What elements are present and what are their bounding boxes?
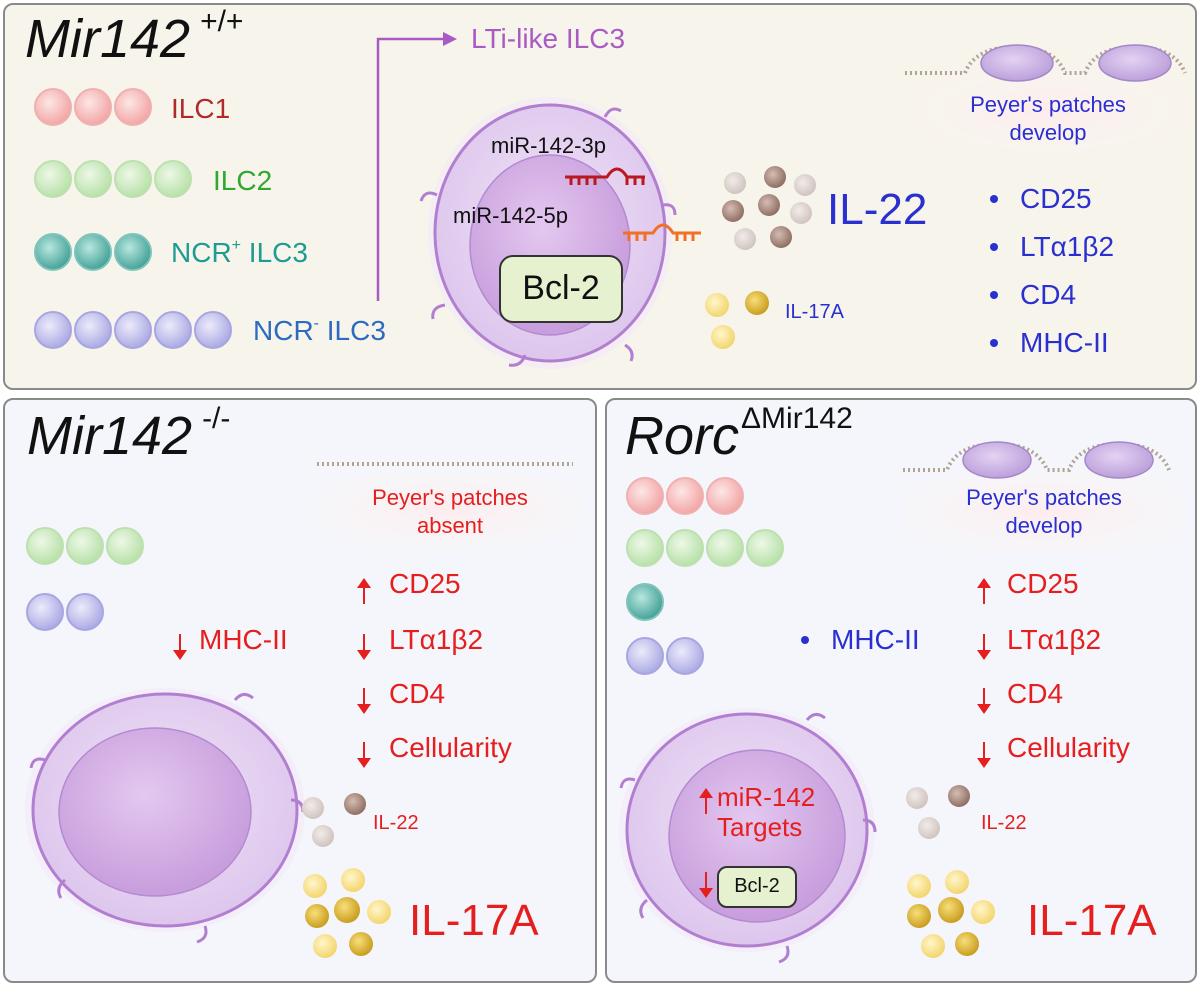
marker-cd4: CD4: [990, 279, 1076, 311]
marker-lta1b2: LTα1β2: [1007, 624, 1102, 655]
marker-lta1b2: LTα1β2: [389, 624, 484, 655]
ncr-pos-ilc3-label: NCR+ ILC3: [171, 237, 308, 268]
il-22-particles: [906, 785, 970, 839]
up-arrow-icon: [977, 578, 991, 604]
panel-title: Mir142+/+: [25, 5, 244, 69]
bcl-2-box: Bcl-2: [717, 866, 797, 908]
mhc-ii-label: MHC-II: [801, 624, 920, 656]
il-17a-particles: [303, 868, 391, 958]
marker-cellularity: Cellularity: [389, 732, 512, 763]
up-arrow-icon: [699, 788, 713, 848]
bottom-left-graphics: [25, 462, 581, 958]
bcl-2-box: Bcl-2: [499, 255, 623, 323]
mir-142-5p-label: miR-142-5p: [453, 203, 568, 228]
marker-lta1b2: LTα1β2: [990, 231, 1114, 263]
il-22-label: IL-22: [373, 812, 419, 834]
bottom-right-graphics: [619, 441, 1185, 964]
il-17a-label: IL-17A: [785, 301, 844, 323]
il-22-label: IL-22: [981, 812, 1027, 834]
ncr-neg-ilc3-cell-row: [626, 637, 704, 675]
up-arrow-icon: [357, 578, 371, 604]
ncr-pos-ilc3-cell-row: [34, 233, 152, 271]
il-22-particles: [722, 166, 816, 250]
mir-142-3p-label: miR-142-3p: [491, 133, 606, 158]
il-22-particles: [302, 793, 366, 847]
marker-cd25: CD25: [990, 183, 1092, 215]
lti-like-ilc3-cell: [619, 708, 877, 964]
panel-mir142-knockout: Mir142-/-: [3, 398, 597, 983]
marker-cd25: CD25: [1007, 568, 1079, 599]
down-arrow-icon: [357, 634, 371, 660]
down-arrow-icon: [977, 742, 991, 768]
il-17a-particles: [907, 870, 995, 958]
ilc1-cell-row: [626, 477, 744, 515]
il-17a-label: IL-17A: [409, 896, 539, 945]
lti-like-ilc3-label: LTi-like ILC3: [471, 23, 626, 54]
ilc1-cell-row: [34, 88, 152, 126]
down-arrow-icon: [977, 688, 991, 714]
differentiation-arrow: [376, 32, 457, 301]
il-22-label: IL-22: [827, 185, 928, 234]
mir-142-5p-hairpin: [623, 223, 701, 241]
marker-cd4: CD4: [389, 678, 446, 709]
peyers-patches-develop-graphic: [905, 44, 1190, 157]
mir-142-3p-hairpin: [565, 167, 645, 185]
down-arrow-icon: [357, 688, 371, 714]
lti-like-ilc3-cell: [25, 688, 305, 944]
marker-mhc-ii: MHC-II: [990, 327, 1109, 359]
ilc2-cell-row: [34, 160, 192, 198]
ncr-pos-ilc3-cell-row: [626, 583, 664, 621]
marker-cd25: CD25: [389, 568, 461, 599]
panel-mir142-wildtype: Mir142+/+: [3, 3, 1197, 390]
down-arrow-icon: [699, 872, 713, 898]
ncr-neg-ilc3-label: NCR- ILC3: [253, 315, 386, 346]
ilc1-label: ILC1: [171, 93, 231, 124]
panel-title: Mir142-/-: [27, 402, 231, 466]
peyers-patches-absent-graphic: [315, 462, 581, 548]
ilc2-cell-row: [626, 529, 784, 567]
peyers-patches-develop-graphic: [903, 441, 1185, 552]
marker-cd4: CD4: [1007, 678, 1064, 709]
marker-cellularity: Cellularity: [1007, 732, 1130, 763]
il-17a-label: IL-17A: [1027, 896, 1157, 945]
ncr-neg-ilc3-cell-row: [34, 311, 232, 349]
panel-title: RorcΔMir142: [625, 402, 853, 466]
down-arrow-icon: [357, 742, 371, 768]
down-arrow-icon: [977, 634, 991, 660]
panel-rorc-delta-mir142: RorcΔMir142: [605, 398, 1197, 983]
mhc-ii-label: MHC-II: [199, 624, 288, 655]
down-arrow-icon: [173, 634, 187, 660]
il-17a-particles: [705, 291, 769, 349]
ncr-neg-ilc3-cell-row: [26, 593, 104, 631]
ilc2-cell-row: [26, 527, 144, 565]
ilc2-label: ILC2: [213, 165, 273, 196]
